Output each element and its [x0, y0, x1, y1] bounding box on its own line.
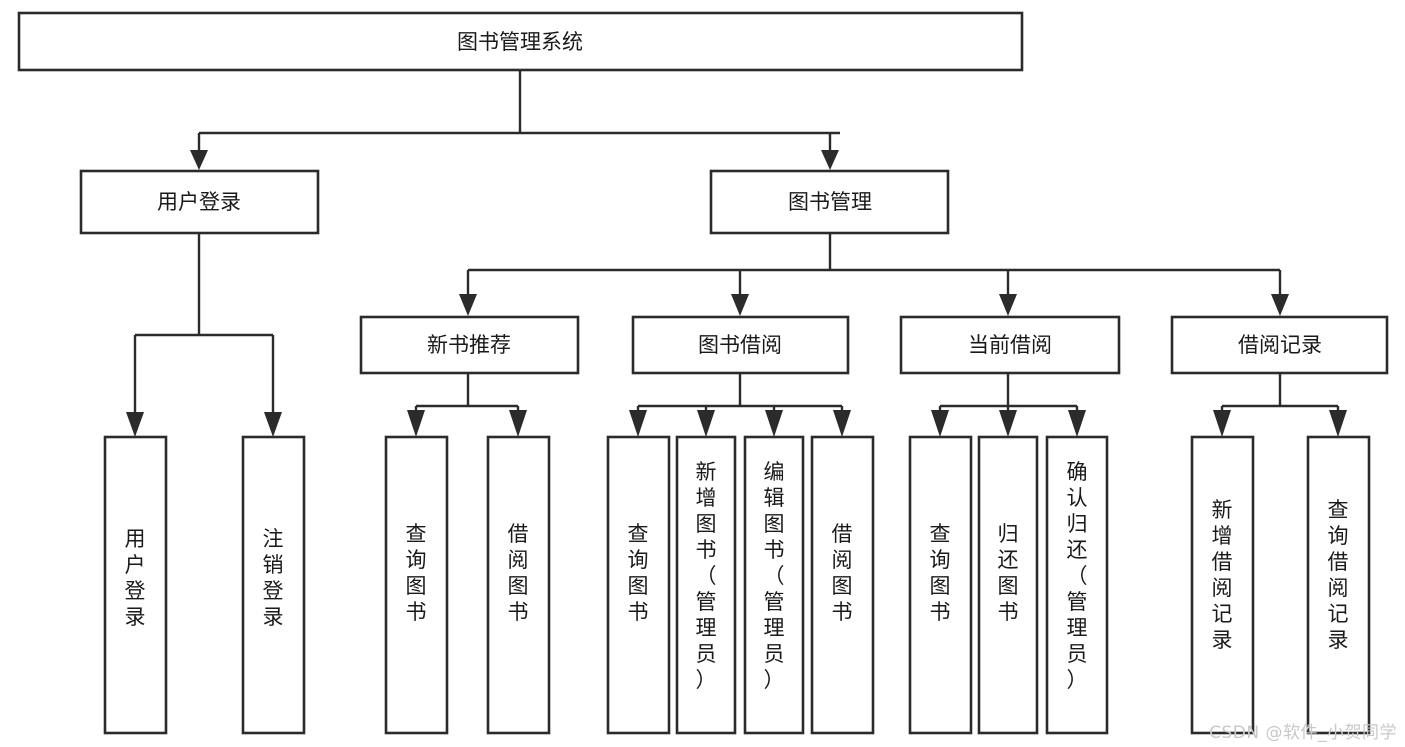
node-borrow-record-box[interactable] [1170, 315, 1389, 375]
leaf-return-book-label: 归还图书 [998, 522, 1019, 624]
arrow-head-leaf-query-book-current [931, 410, 949, 437]
node-book-manage[interactable]: 图书管理 [709, 169, 950, 235]
leaf-query-book-current-label: 查询图书 [930, 522, 951, 624]
leaf-query-record[interactable]: 查询借阅记录 [1306, 435, 1371, 735]
arrow-head-leaf-query-book-rec [407, 410, 425, 437]
arrow-head-leaf-query-record [1329, 410, 1347, 437]
node-root[interactable]: 图书管理系统 [17, 11, 1024, 72]
leaf-query-book-rec-label: 查询图书 [406, 522, 427, 624]
node-new-book-rec-box[interactable] [359, 315, 580, 375]
leaf-add-record[interactable]: 新增借阅记录 [1190, 435, 1255, 735]
node-book-borrow[interactable]: 图书借阅 [631, 315, 850, 375]
node-book-manage-box[interactable] [709, 169, 950, 235]
arrow-head-leaf-user-login [126, 412, 144, 437]
leaf-query-book-current-box[interactable] [908, 435, 973, 735]
leaf-query-book-borrow-box[interactable] [606, 435, 671, 735]
leaf-user-logout-label: 注销登录 [263, 527, 284, 629]
leaf-edit-book-box[interactable] [743, 435, 805, 735]
leaf-add-record-label: 新增借阅记录 [1212, 498, 1233, 652]
arrow-head-leaf-confirm-return [1068, 410, 1086, 437]
leaf-borrow-book-rec-label: 借阅图书 [508, 522, 529, 624]
node-root-label: 图书管理系统 [457, 30, 583, 54]
arrow-head-leaf-return-book [999, 410, 1017, 437]
leaf-add-book-label: 新增图书（管理员） [696, 460, 717, 692]
leaf-query-record-box[interactable] [1306, 435, 1371, 735]
csdn-watermark: CSDN @软件_小贺同学 [1209, 723, 1397, 743]
arrow-head-leaf-add-record [1213, 410, 1231, 437]
leaf-return-book-box[interactable] [977, 435, 1039, 735]
leaf-query-book-borrow[interactable]: 查询图书 [606, 435, 671, 735]
node-new-book-rec[interactable]: 新书推荐 [359, 315, 580, 375]
leaf-query-book-rec-box[interactable] [384, 435, 449, 735]
node-current-borrow-label: 当前借阅 [968, 333, 1052, 357]
arrow-head-current-borrow [999, 294, 1017, 316]
leaf-borrow-book-box[interactable] [810, 435, 875, 735]
leaf-query-record-label: 查询借阅记录 [1328, 498, 1349, 652]
leaf-add-record-box[interactable] [1190, 435, 1255, 735]
arrow-head-leaf-query-book-borrow [629, 410, 647, 437]
leaf-borrow-book[interactable]: 借阅图书 [810, 435, 875, 735]
arrow-head-user-login [190, 150, 208, 170]
arrow-head-leaf-borrow-book [833, 410, 851, 437]
leaf-user-login[interactable]: 用户登录 [103, 435, 168, 735]
node-borrow-record[interactable]: 借阅记录 [1170, 315, 1389, 375]
node-user-login[interactable]: 用户登录 [79, 169, 320, 235]
arrow-head-book-borrow [731, 294, 749, 316]
arrow-head-leaf-add-book [697, 410, 715, 437]
node-book-borrow-box[interactable] [631, 315, 850, 375]
leaf-confirm-return-box[interactable] [1045, 435, 1109, 735]
node-root-box[interactable] [17, 11, 1024, 72]
node-new-book-rec-label: 新书推荐 [427, 333, 511, 357]
node-current-borrow-box[interactable] [899, 315, 1121, 375]
leaf-query-book-borrow-label: 查询图书 [628, 522, 649, 624]
node-current-borrow[interactable]: 当前借阅 [899, 315, 1121, 375]
leaf-user-login-label: 用户登录 [125, 527, 146, 629]
leaf-add-book-box[interactable] [675, 435, 737, 735]
leaf-query-book-rec[interactable]: 查询图书 [384, 435, 449, 735]
connector-layer [126, 70, 1347, 437]
arrow-head-book-manage [821, 150, 839, 170]
leaf-borrow-book-label: 借阅图书 [832, 522, 853, 624]
node-user-login-label: 用户登录 [157, 190, 241, 214]
node-borrow-record-label: 借阅记录 [1238, 333, 1322, 357]
leaf-edit-book-label: 编辑图书（管理员） [764, 460, 785, 692]
node-user-login-box[interactable] [79, 169, 320, 235]
arrow-head-borrow-record [1271, 294, 1289, 316]
leaf-edit-book[interactable]: 编辑图书（管理员） [743, 435, 805, 735]
leaf-confirm-return-label: 确认归还（管理员） [1067, 460, 1088, 692]
leaf-query-book-current[interactable]: 查询图书 [908, 435, 973, 735]
arrow-head-leaf-user-logout [264, 412, 282, 437]
arrow-head-new-book-rec [459, 294, 477, 316]
leaf-add-book[interactable]: 新增图书（管理员） [675, 435, 737, 735]
node-book-manage-label: 图书管理 [788, 190, 872, 214]
arrow-head-leaf-edit-book [765, 410, 783, 437]
leaf-borrow-book-rec[interactable]: 借阅图书 [486, 435, 551, 735]
node-book-borrow-label: 图书借阅 [698, 333, 782, 357]
leaf-user-logout-box[interactable] [241, 435, 306, 735]
leaf-user-login-box[interactable] [103, 435, 168, 735]
leaf-confirm-return[interactable]: 确认归还（管理员） [1045, 435, 1109, 735]
leaf-return-book[interactable]: 归还图书 [977, 435, 1039, 735]
arrow-head-leaf-borrow-book-rec [509, 410, 527, 437]
leaf-borrow-book-rec-box[interactable] [486, 435, 551, 735]
leaf-user-logout[interactable]: 注销登录 [241, 435, 306, 735]
